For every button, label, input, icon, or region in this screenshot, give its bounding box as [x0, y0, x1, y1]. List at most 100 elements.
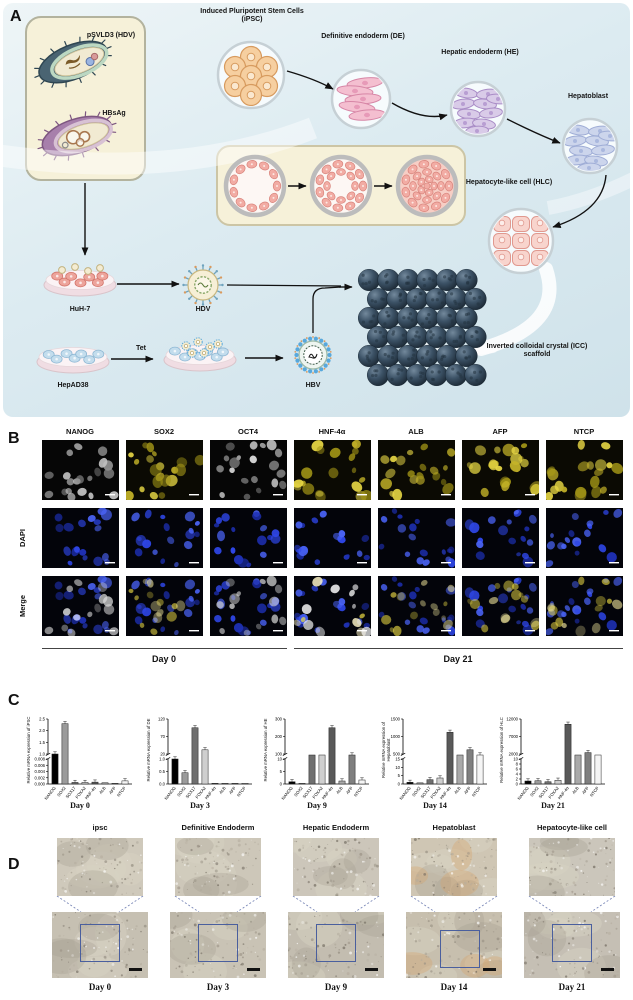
col-header-nanog: NANOG: [66, 427, 94, 436]
d-day-label: Day 3: [206, 982, 230, 992]
svg-text:1.5: 1.5: [39, 740, 45, 745]
panel-c-label: C: [8, 692, 20, 709]
svg-text:NTCP: NTCP: [116, 785, 127, 797]
zoom-region-rect: [316, 924, 356, 962]
svg-text:1500: 1500: [391, 717, 401, 722]
svg-text:10: 10: [395, 765, 400, 770]
fluorescence-micrograph: [462, 440, 539, 500]
svg-text:2.0: 2.0: [39, 728, 45, 733]
svg-text:2.5: 2.5: [39, 717, 45, 722]
d-col-header-hepatoblast: Hepatoblast: [432, 823, 476, 832]
dapi-micrograph: [210, 508, 287, 568]
huh7-label: HuH-7: [69, 306, 91, 313]
he-label: Hepatic endoderm (HE): [441, 49, 519, 56]
d-col-header-de: Definitive Endoderm: [181, 823, 255, 832]
day21-divider: [294, 648, 623, 649]
panel-d-label: D: [8, 856, 20, 873]
merge-micrograph: [462, 576, 539, 636]
chart-day-label: Day 21: [541, 801, 565, 810]
chart-day-label: Day 0: [70, 801, 90, 810]
svg-text:1.0: 1.0: [39, 752, 45, 757]
hlc-label: Hepatocyte-like cell (HLC): [465, 179, 553, 186]
de-label: Definitive endoderm (DE): [321, 33, 405, 40]
dapi-micrograph: [126, 508, 203, 568]
svg-text:0.008: 0.008: [35, 757, 46, 762]
hbsag-label: HBsAg: [102, 110, 126, 117]
chart-day-label: Day 14: [423, 801, 447, 810]
bar-chart-day14: Relative mRNA expression of Hepatoblast …: [379, 700, 491, 820]
col-header-alb: ALB: [408, 427, 424, 436]
brightfield-micrograph-large: [288, 912, 384, 978]
svg-text:10: 10: [277, 757, 282, 762]
svg-text:ALB: ALB: [98, 785, 107, 794]
svg-text:200: 200: [275, 734, 283, 739]
svg-text:20: 20: [160, 752, 165, 757]
svg-text:ALB: ALB: [335, 785, 344, 794]
dapi-micrograph: [462, 508, 539, 568]
svg-text:2: 2: [516, 777, 519, 782]
svg-text:10: 10: [513, 757, 518, 762]
d-day-label: Day 21: [558, 982, 586, 992]
hepatoblast-label: Hepatoblast: [567, 93, 609, 100]
zoom-region-rect: [552, 924, 592, 962]
scale-bar: [483, 968, 496, 971]
d-col-header-he: Hepatic Endoderm: [302, 823, 370, 832]
row-label-merge: Merge: [18, 594, 27, 618]
merge-micrograph: [546, 576, 623, 636]
svg-text:AFP: AFP: [228, 785, 237, 795]
fluorescence-micrograph: [210, 440, 287, 500]
col-header-ntcp: NTCP: [573, 427, 595, 436]
panel-a-label: A: [10, 8, 22, 25]
svg-text:12000: 12000: [506, 717, 518, 722]
svg-text:0: 0: [280, 782, 283, 787]
svg-text:2000: 2000: [509, 752, 519, 757]
svg-text:0.000: 0.000: [35, 782, 46, 787]
svg-text:500: 500: [393, 752, 401, 757]
bacteria-illustration: [34, 36, 117, 161]
dapi-micrograph: [546, 508, 623, 568]
d-day-label: Day 0: [88, 982, 112, 992]
brightfield-micrograph-top: [175, 838, 261, 896]
hdv-label: HDV: [195, 306, 211, 313]
svg-text:5: 5: [280, 769, 283, 774]
panel-a-diagram: [3, 40, 630, 387]
svg-text:5: 5: [398, 773, 401, 778]
zoom-connector-lines: [174, 896, 262, 912]
panel-a-schematic: pSVLD3 (HDV) HBsAg Induced Pluripotent S…: [3, 3, 630, 417]
brightfield-micrograph-top: [293, 838, 379, 896]
fluorescence-micrograph: [546, 440, 623, 500]
zoom-connector-lines: [410, 896, 498, 912]
svg-text:HNF-4α: HNF-4α: [321, 785, 334, 800]
d-day-label: Day 9: [324, 982, 348, 992]
scaffold-label: Inverted colloidal crystal (ICC) scaffol…: [486, 343, 588, 359]
merge-micrograph: [126, 576, 203, 636]
svg-text:SOX2: SOX2: [176, 785, 187, 797]
svg-text:AFP: AFP: [345, 785, 354, 795]
svg-text:HNF-4α: HNF-4α: [204, 785, 217, 800]
svg-text:0: 0: [398, 782, 401, 787]
merge-micrograph: [378, 576, 455, 636]
svg-text:NANOG: NANOG: [516, 786, 529, 800]
svg-text:300: 300: [275, 717, 283, 722]
svg-text:4: 4: [516, 772, 519, 777]
svg-text:NANOG: NANOG: [163, 786, 176, 800]
hbv-label: HBV: [305, 382, 321, 389]
svg-text:HNF-4α: HNF-4α: [439, 785, 452, 800]
svg-text:ALB: ALB: [453, 785, 462, 794]
svg-text:NANOG: NANOG: [398, 786, 411, 800]
chart-day-label: Day 9: [307, 801, 327, 810]
brightfield-micrograph-top: [57, 838, 143, 896]
zoom-connector-lines: [292, 896, 380, 912]
svg-text:0.006: 0.006: [35, 763, 46, 768]
merge-micrograph: [294, 576, 371, 636]
row-label-dapi: DAPI: [18, 529, 27, 547]
svg-text:SOX2: SOX2: [529, 785, 540, 797]
fluorescence-micrograph: [42, 440, 119, 500]
svg-text:NTCP: NTCP: [471, 785, 482, 797]
col-header-afp: AFP: [492, 427, 508, 436]
svg-text:1.0: 1.0: [159, 757, 165, 762]
